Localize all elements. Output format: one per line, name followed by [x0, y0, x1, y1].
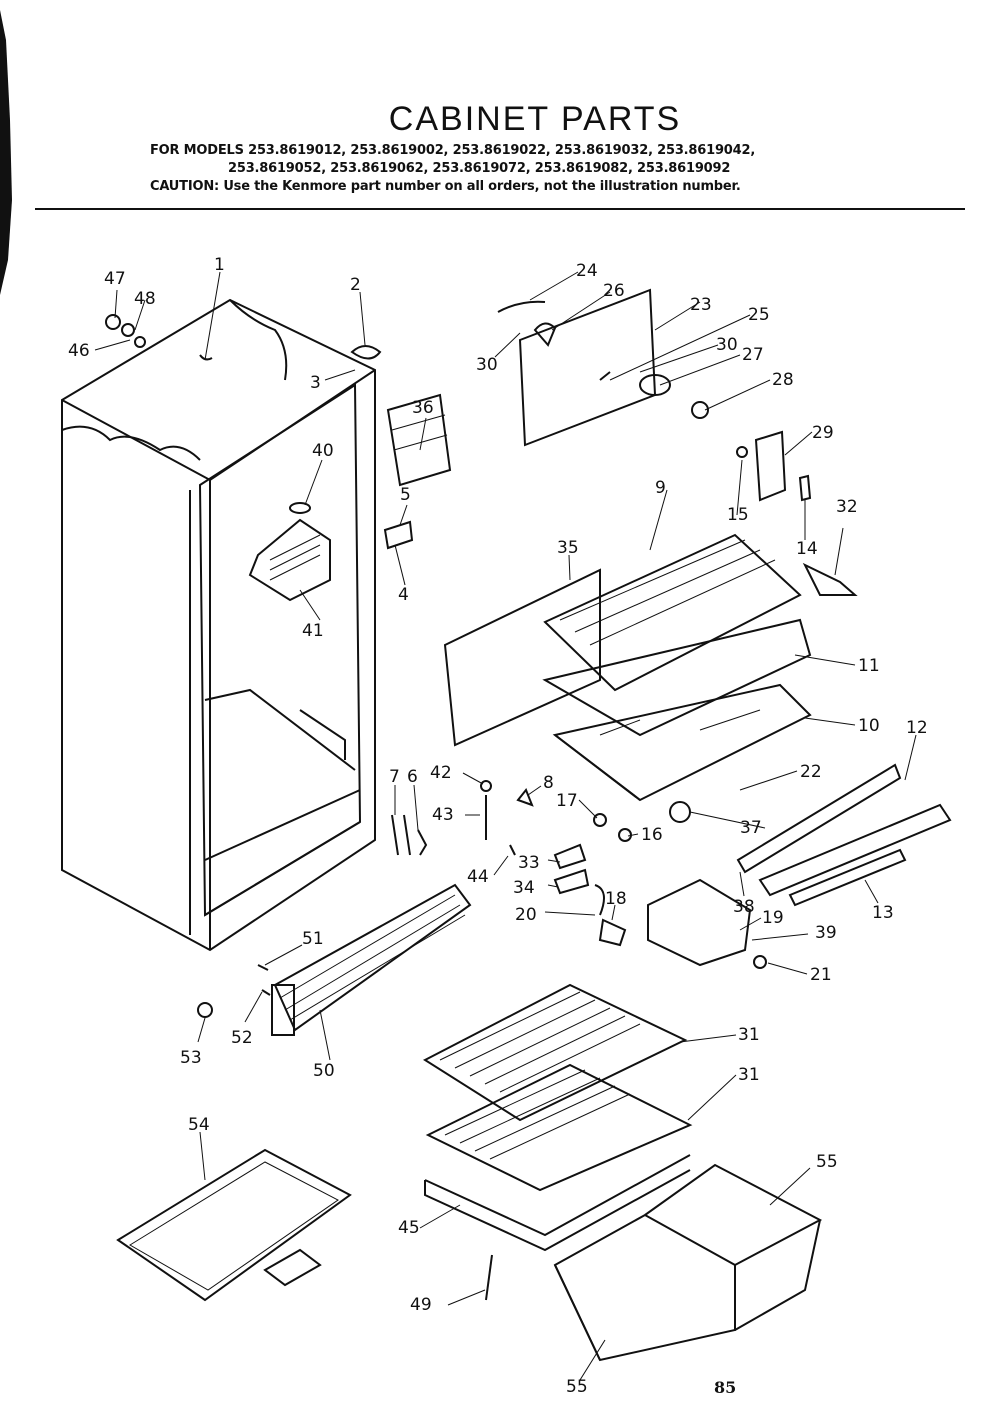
callout-25: 25: [748, 305, 770, 325]
callout-53: 53: [180, 1048, 202, 1068]
callout-34: 34: [513, 878, 535, 898]
callout-41: 41: [302, 621, 324, 641]
callout-22: 22: [800, 762, 822, 782]
callout-54: 54: [188, 1115, 210, 1135]
cabinet: [61, 298, 376, 952]
callout-50: 50: [313, 1061, 335, 1081]
callout-52: 52: [231, 1028, 253, 1048]
callout-48: 48: [134, 289, 156, 309]
freezer-shelf-stack: [443, 533, 812, 802]
light-assembly: [736, 430, 858, 596]
callout-12: 12: [906, 718, 928, 738]
drawer-rails: [736, 763, 952, 907]
callout-23: 23: [690, 295, 712, 315]
callout-30b: 30: [716, 335, 738, 355]
callout-35: 35: [557, 538, 579, 558]
callout-43: 43: [432, 805, 454, 825]
callout-7: 7: [389, 767, 400, 787]
header: CABINET PARTS: [0, 100, 1000, 139]
callout-51: 51: [302, 929, 324, 949]
callout-31a: 31: [738, 1025, 760, 1045]
callout-24: 24: [576, 261, 598, 281]
callout-19: 19: [762, 908, 784, 928]
callout-11: 11: [858, 656, 880, 676]
callout-2: 2: [350, 275, 361, 295]
callout-39: 39: [815, 923, 837, 943]
callout-3: 3: [310, 373, 321, 393]
callout-49: 49: [410, 1295, 432, 1315]
callout-33: 33: [518, 853, 540, 873]
crisper-drawers: [553, 1163, 823, 1362]
shelf-support-pin: [485, 1254, 493, 1301]
callout-55b: 55: [566, 1377, 588, 1397]
callout-40: 40: [312, 441, 334, 461]
callout-labels: 1 2 3 4 5 6 7 8 9 10 11 12 13 14 15 16 1…: [68, 255, 928, 1397]
kick-plate: [271, 883, 472, 1036]
callout-4: 4: [398, 585, 409, 605]
callout-6: 6: [407, 767, 418, 787]
callout-17: 17: [556, 791, 578, 811]
callout-31b: 31: [738, 1065, 760, 1085]
callout-21: 21: [810, 965, 832, 985]
fresh-food-shelves: [422, 983, 693, 1252]
callout-32: 32: [836, 497, 858, 517]
callout-38: 38: [733, 897, 755, 917]
callout-36: 36: [412, 398, 434, 418]
callout-30a: 30: [476, 355, 498, 375]
models-row-1: FOR MODELS 253.8619012, 253.8619002, 253…: [150, 143, 756, 158]
drip-tray: [116, 1148, 352, 1302]
callout-27: 27: [742, 345, 764, 365]
callout-47: 47: [104, 269, 126, 289]
callout-55a: 55: [816, 1152, 838, 1172]
callout-26: 26: [603, 281, 625, 301]
small-hardware: [105, 314, 534, 1018]
callout-20: 20: [515, 905, 537, 925]
callout-46: 46: [68, 341, 90, 361]
control-panel: [497, 288, 709, 447]
callout-28: 28: [772, 370, 794, 390]
callout-14: 14: [796, 539, 818, 559]
header-divider: [35, 208, 965, 210]
callout-9: 9: [655, 478, 666, 498]
page-title: CABINET PARTS: [388, 100, 682, 138]
caution-note: CAUTION: Use the Kenmore part number on …: [150, 179, 741, 194]
callout-29: 29: [812, 423, 834, 443]
callout-15: 15: [727, 505, 749, 525]
callout-37: 37: [740, 818, 762, 838]
callout-8: 8: [543, 773, 554, 793]
callout-5: 5: [400, 485, 411, 505]
callout-1: 1: [214, 255, 225, 275]
callout-44: 44: [467, 867, 489, 887]
binder-edge-mark: [0, 10, 12, 295]
leader-lines: [94, 271, 917, 1381]
page-number: 85: [714, 1378, 737, 1397]
models-row-2: 253.8619052, 253.8619062, 253.8619072, 2…: [228, 161, 731, 176]
callout-13: 13: [872, 903, 894, 923]
callout-42: 42: [430, 763, 452, 783]
model-list: FOR MODELS 253.8619012, 253.8619002, 253…: [150, 142, 940, 196]
callout-18: 18: [605, 889, 627, 909]
callout-16: 16: [641, 825, 663, 845]
callout-10: 10: [858, 716, 880, 736]
callout-45: 45: [398, 1218, 420, 1238]
